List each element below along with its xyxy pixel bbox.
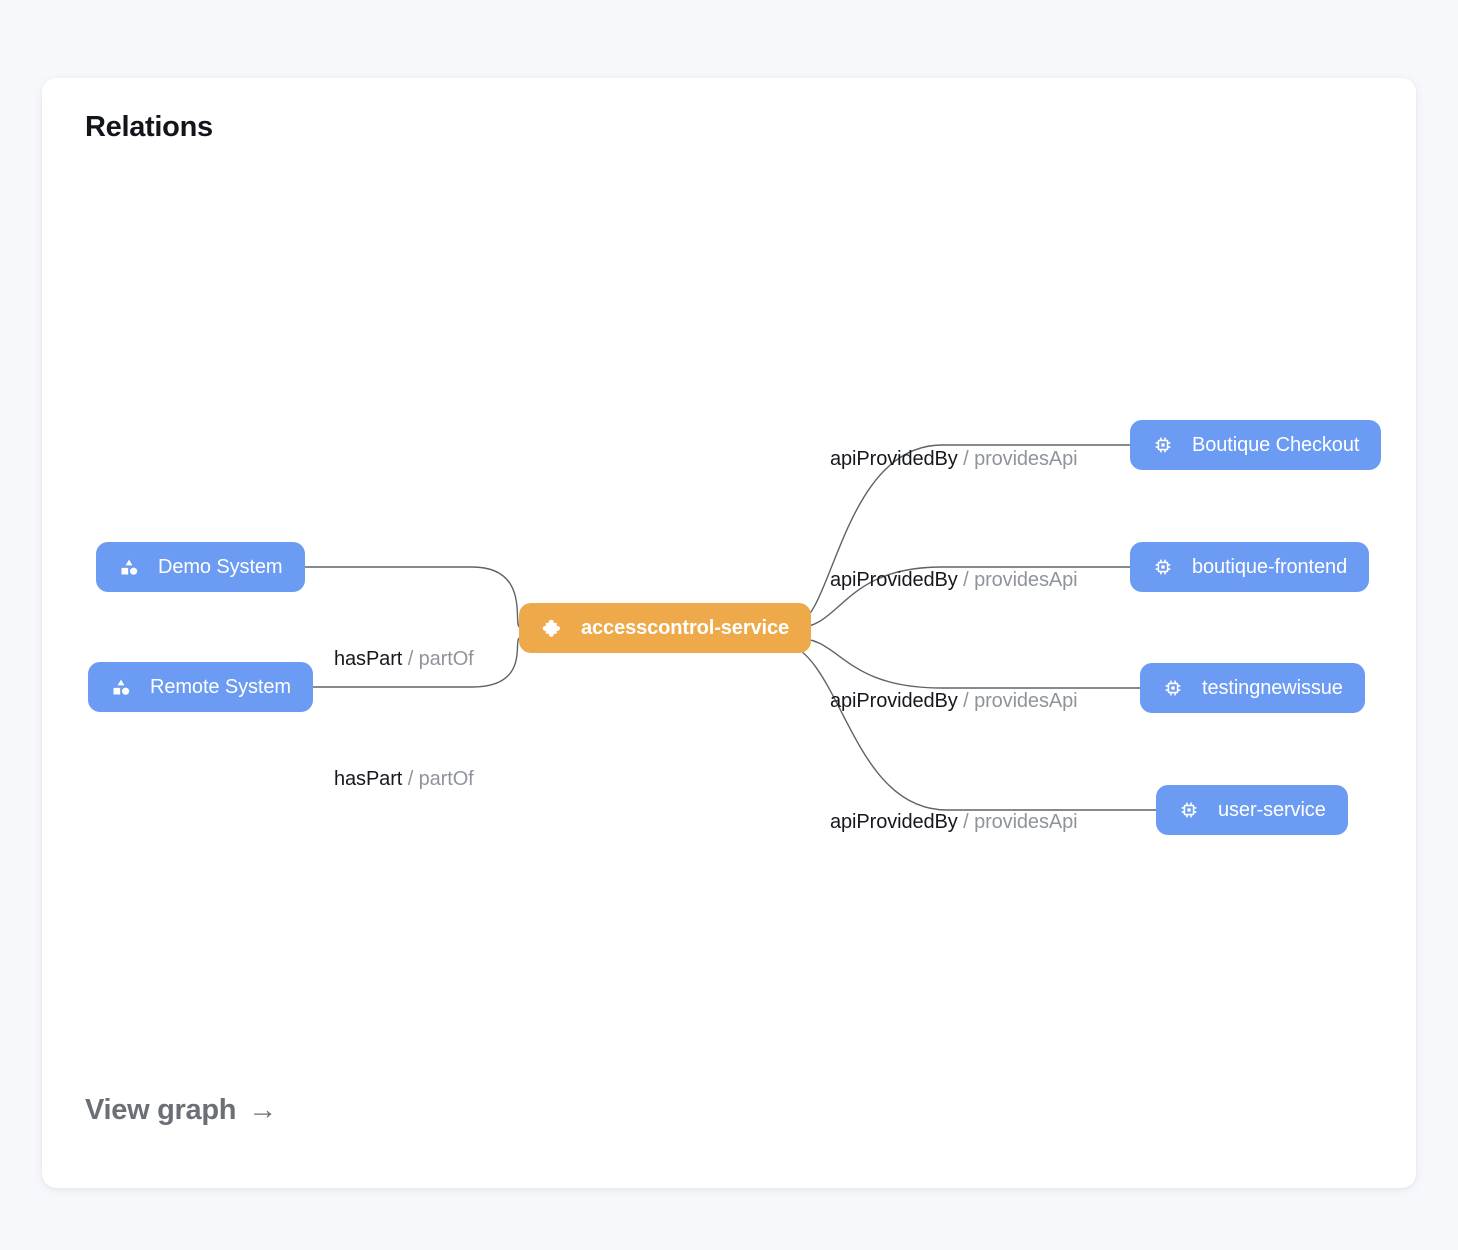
- relation-reverse: providesApi: [974, 569, 1078, 591]
- graph-node-label: boutique-frontend: [1192, 555, 1348, 578]
- relation-reverse: providesApi: [974, 448, 1078, 470]
- graph-node-label: accesscontrol-service: [581, 616, 790, 639]
- arrow-right-icon: →: [248, 1094, 277, 1126]
- relation-reverse: partOf: [418, 648, 474, 670]
- edge-label-user-service-apiprovidedby: apiProvidedBy / providesApi: [830, 811, 1078, 834]
- relation-forward: apiProvidedBy: [830, 569, 958, 591]
- graph-node-user-service[interactable]: user-service: [1156, 785, 1348, 835]
- system-icon: [110, 676, 132, 698]
- view-graph-label: View graph: [85, 1094, 237, 1126]
- edge-label-boutique-frontend-apiprovidedby: apiProvidedBy / providesApi: [830, 569, 1078, 592]
- relation-forward: apiProvidedBy: [830, 811, 958, 833]
- chip-icon: [1178, 799, 1200, 821]
- edge-demo-system: [300, 566, 521, 628]
- relation-forward: hasPart: [334, 648, 403, 670]
- graph-node-label: testingnewissue: [1202, 676, 1343, 699]
- edge-boutique-frontend: [795, 566, 1130, 629]
- graph-node-boutique-frontend[interactable]: boutique-frontend: [1130, 542, 1370, 592]
- edge-label-boutique-checkout-apiprovidedby: apiProvidedBy / providesApi: [830, 448, 1078, 471]
- puzzle-piece-icon: [541, 617, 563, 639]
- relation-reverse: providesApi: [974, 690, 1078, 712]
- edge-label-testingnewissue-apiprovidedby: apiProvidedBy / providesApi: [830, 690, 1078, 713]
- graph-node-label: user-service: [1218, 798, 1326, 821]
- chip-icon: [1162, 677, 1184, 699]
- relation-separator: /: [407, 648, 419, 670]
- system-icon: [118, 556, 140, 578]
- edge-label-demo-system-haspart: hasPart / partOf: [334, 648, 474, 671]
- relation-forward: apiProvidedBy: [830, 690, 958, 712]
- edge-remote-system: [300, 637, 521, 688]
- graph-node-demo-system[interactable]: Demo System: [96, 542, 305, 592]
- relation-reverse: providesApi: [974, 811, 1078, 833]
- relation-forward: hasPart: [334, 768, 403, 790]
- graph-node-remote-system[interactable]: Remote System: [88, 662, 313, 712]
- view-graph-link[interactable]: View graph →: [85, 1094, 277, 1127]
- page-title: Relations: [85, 111, 213, 143]
- graph-node-testingnewissue[interactable]: testingnewissue: [1140, 663, 1365, 713]
- edge-boutique-checkout: [795, 444, 1130, 624]
- relation-separator: /: [407, 768, 419, 790]
- relation-separator: /: [963, 569, 975, 591]
- edge-label-remote-system-haspart: hasPart / partOf: [334, 768, 474, 791]
- graph-node-label: Boutique Checkout: [1192, 433, 1360, 456]
- relation-separator: /: [963, 811, 975, 833]
- relations-graph[interactable]: Demo System Remote System accesscontrol-…: [42, 78, 1416, 1188]
- relation-reverse: partOf: [418, 768, 474, 790]
- relation-forward: apiProvidedBy: [830, 448, 958, 470]
- graph-node-accesscontrol-service[interactable]: accesscontrol-service: [519, 603, 812, 653]
- relation-separator: /: [963, 448, 975, 470]
- chip-icon: [1152, 556, 1174, 578]
- graph-node-label: Demo System: [158, 555, 283, 578]
- relations-card: Relations Demo Syst: [42, 78, 1416, 1188]
- relation-separator: /: [963, 690, 975, 712]
- edge-testingnewissue: [795, 637, 1140, 689]
- edge-user-service: [785, 642, 1156, 811]
- graph-node-boutique-checkout[interactable]: Boutique Checkout: [1130, 420, 1382, 470]
- chip-icon: [1152, 434, 1174, 456]
- graph-node-label: Remote System: [150, 675, 291, 698]
